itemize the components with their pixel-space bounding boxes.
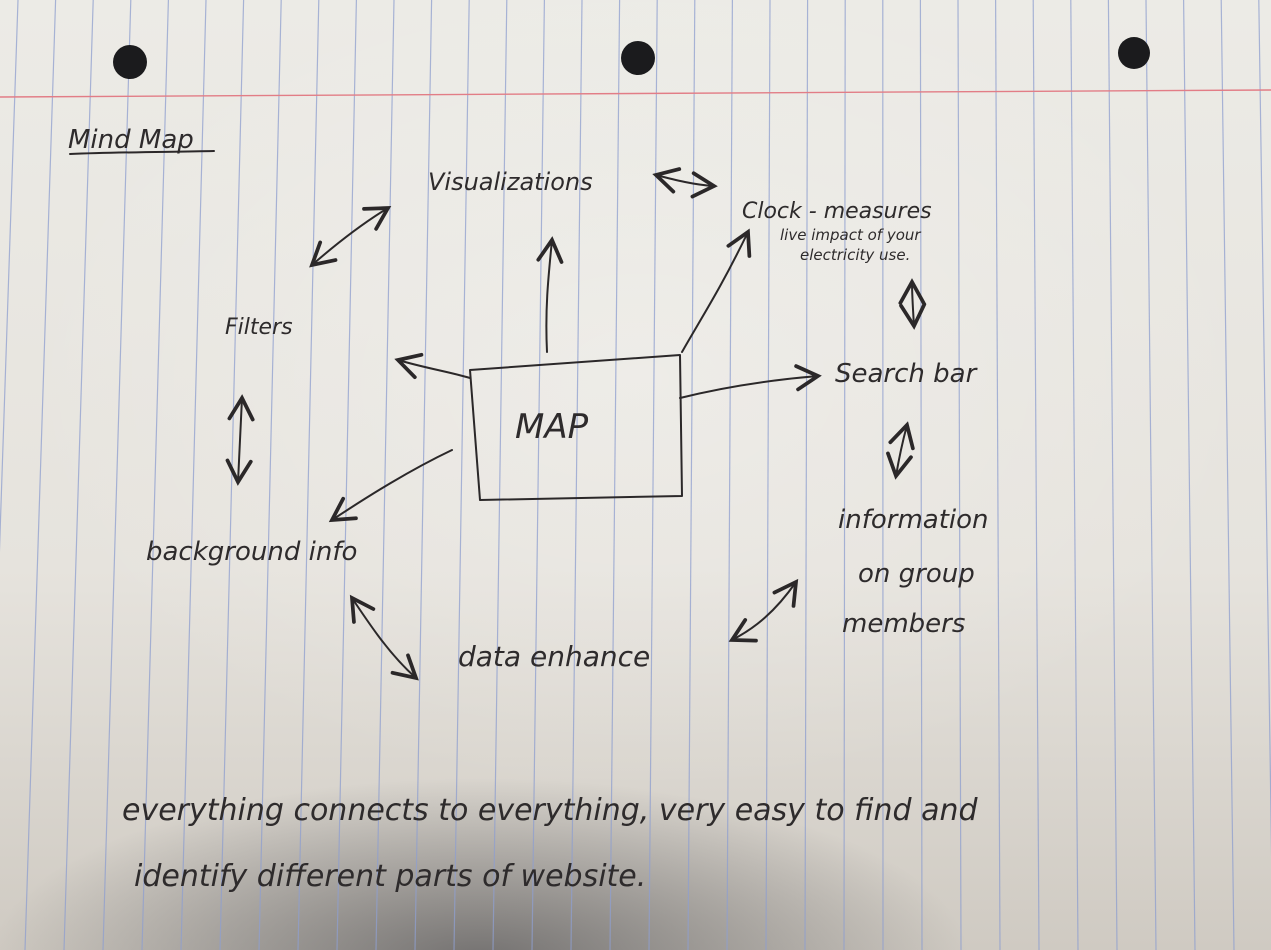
binder-hole-icon <box>113 45 147 79</box>
ruled-line <box>919 0 923 950</box>
ruled-line <box>141 0 169 950</box>
node-data-enhance: data enhance <box>458 640 650 673</box>
node-filters: Filters <box>225 315 293 340</box>
node-information-line-3: members <box>842 609 965 639</box>
node-search-bar: Search bar <box>835 359 979 389</box>
ruled-line <box>570 0 583 950</box>
arrow-to-background-info-icon <box>328 449 453 523</box>
ruled-line <box>492 0 508 950</box>
ruled-line <box>1183 0 1196 950</box>
connector-data-information-icon <box>728 578 799 643</box>
ruled-line <box>1145 0 1157 950</box>
ruled-line <box>258 0 282 950</box>
node-clock: Clock - measures <box>742 199 932 224</box>
margin-line <box>0 89 1271 98</box>
connector-filters-background-icon <box>225 394 255 486</box>
arrow-to-filters-icon <box>394 352 471 380</box>
ruled-line <box>180 0 207 950</box>
ruled-line <box>531 0 545 950</box>
connector-background-data-icon <box>349 594 419 681</box>
ruled-line <box>24 0 57 950</box>
note-line-1: everything connects to everything, very … <box>122 793 978 828</box>
ruled-line <box>375 0 395 950</box>
ruled-line <box>804 0 809 950</box>
arrow-to-clock-icon <box>681 228 752 353</box>
ruled-line <box>1220 0 1235 950</box>
ruled-line <box>1032 0 1040 950</box>
binder-hole-icon <box>621 41 655 75</box>
center-node-label: MAP <box>515 407 589 447</box>
ruled-line <box>765 0 771 950</box>
center-map-box <box>469 354 683 501</box>
ruled-line <box>609 0 621 950</box>
ruled-line <box>297 0 320 950</box>
ruled-line <box>994 0 1001 950</box>
center-arrows <box>328 228 822 523</box>
ruled-line <box>0 0 19 553</box>
ruled-line <box>648 0 658 950</box>
connector-clock-search-icon <box>898 278 927 330</box>
ruled-line <box>1070 0 1079 950</box>
ruled-line <box>843 0 846 950</box>
node-clock-sub-2: electricity use. <box>800 246 910 264</box>
mind-map-title: Mind Map <box>68 125 194 155</box>
ruled-line <box>414 0 433 950</box>
connector-filters-visualizations-icon <box>309 206 392 268</box>
connector-search-information-icon <box>886 421 915 480</box>
node-information-line-1: information <box>838 505 989 535</box>
node-visualizations: Visualizations <box>428 168 593 196</box>
arrow-to-search-bar-icon <box>679 364 822 399</box>
outer-connectors <box>225 167 927 681</box>
ruled-line <box>63 0 94 950</box>
node-information-line-2: on group <box>858 559 975 589</box>
arrow-to-visualizations-icon <box>536 236 564 353</box>
ruled-line <box>687 0 696 950</box>
connector-visualizations-clock-icon <box>652 167 718 199</box>
note-line-2: identify different parts of website. <box>134 859 646 894</box>
node-background-info: background info <box>146 537 357 567</box>
ruled-line <box>102 0 132 950</box>
binder-holes <box>113 37 1150 79</box>
node-clock-sub-1: live impact of your <box>780 226 921 244</box>
binder-hole-icon <box>1118 37 1150 69</box>
ruled-line <box>957 0 962 950</box>
title-underline <box>69 150 215 155</box>
ruled-line <box>336 0 357 950</box>
ruled-line <box>1107 0 1118 950</box>
ruled-line <box>453 0 470 950</box>
ruled-line <box>1258 0 1271 857</box>
ruled-line <box>726 0 734 950</box>
